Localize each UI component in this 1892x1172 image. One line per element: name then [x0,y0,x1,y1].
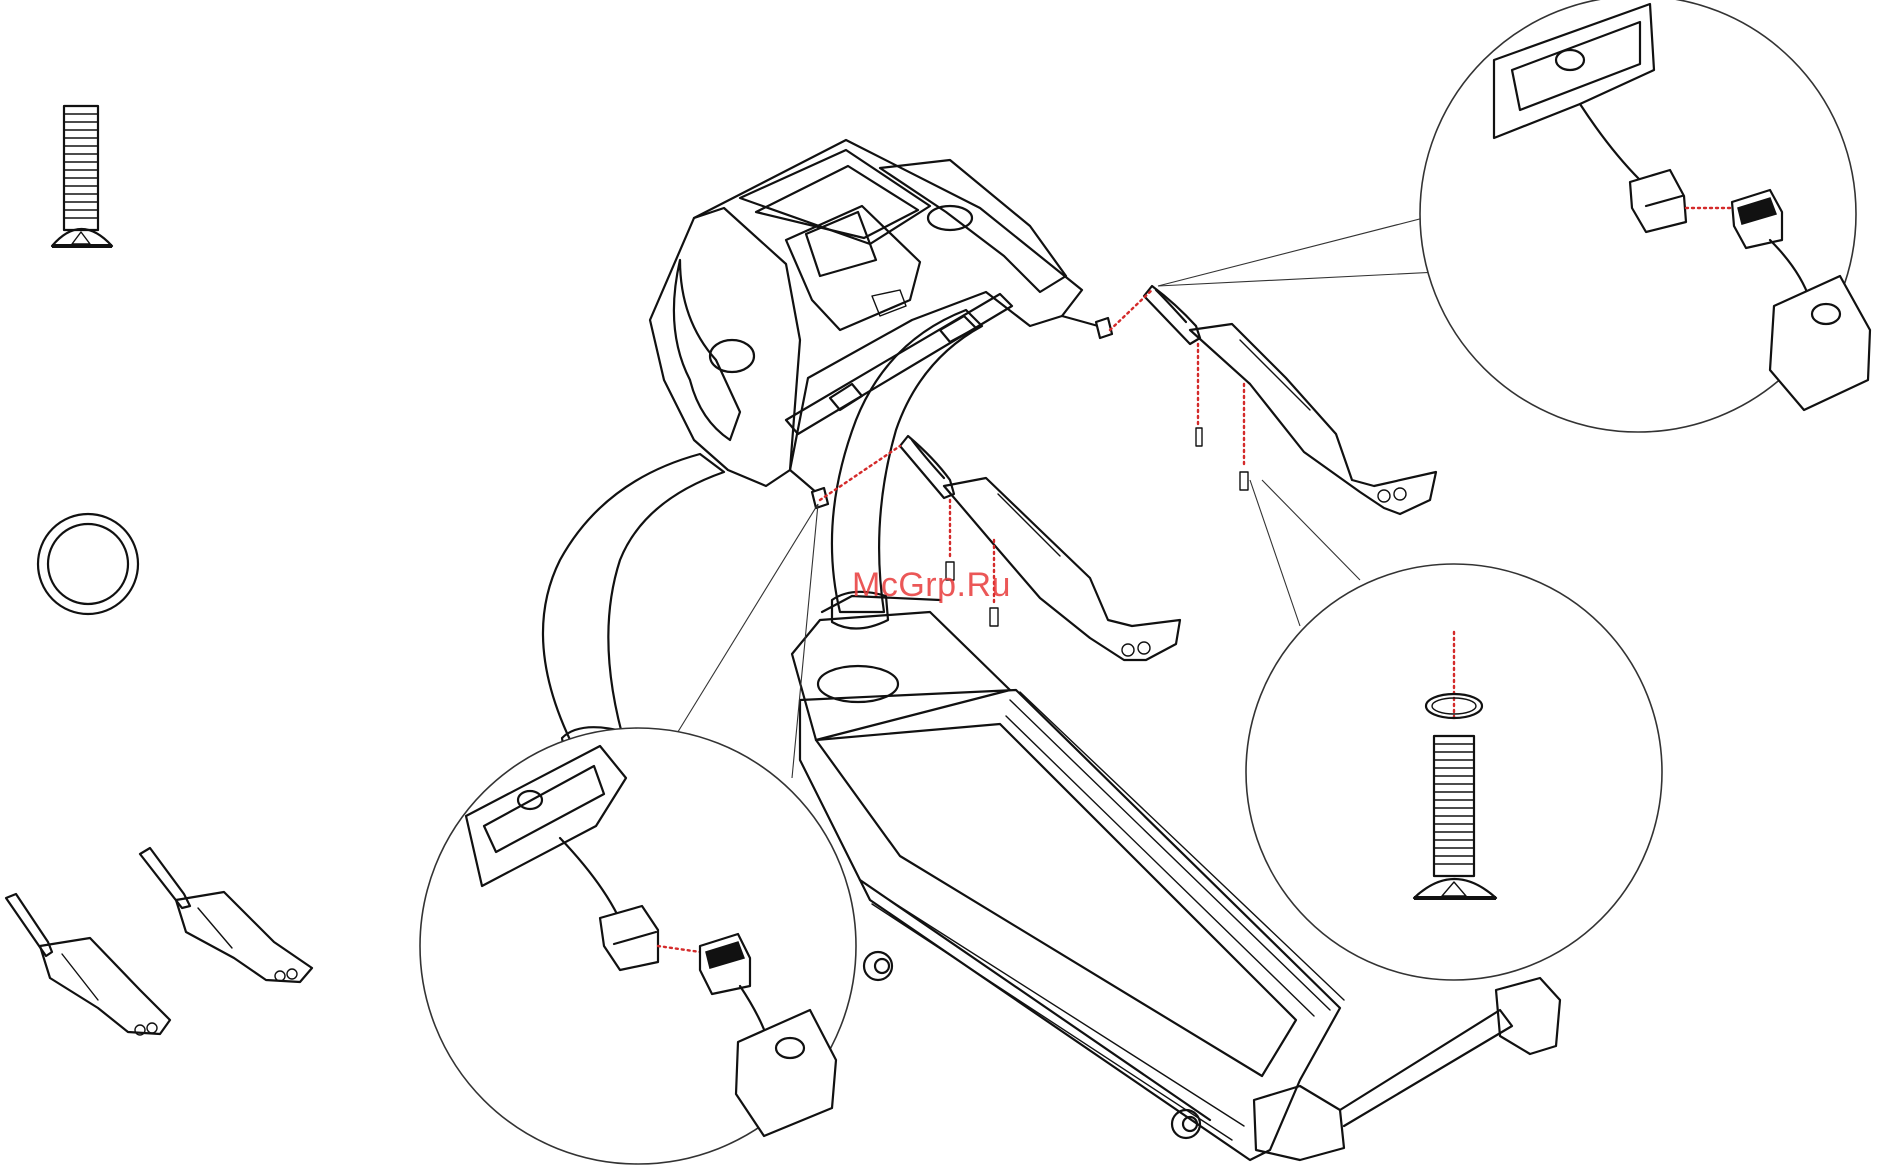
washer-icon [38,514,138,614]
connector-detail-bottom-left [420,728,856,1164]
sensor-grip-right-installed [1144,286,1436,514]
handrail-icon [140,848,312,982]
handrail-part-right [140,848,312,982]
bolt-icon [52,106,112,246]
handrail-icon [6,894,170,1035]
connector-detail-top-right [1420,0,1870,432]
washer-part [38,514,138,614]
handrail-part-left [6,894,170,1035]
bolt-part [52,106,112,246]
watermark: McGrp.Ru [852,566,1011,605]
assembly-guide-lines [820,290,1244,606]
sensor-grip-left-installed [900,436,1180,660]
bolt-washer-detail [1246,564,1662,980]
